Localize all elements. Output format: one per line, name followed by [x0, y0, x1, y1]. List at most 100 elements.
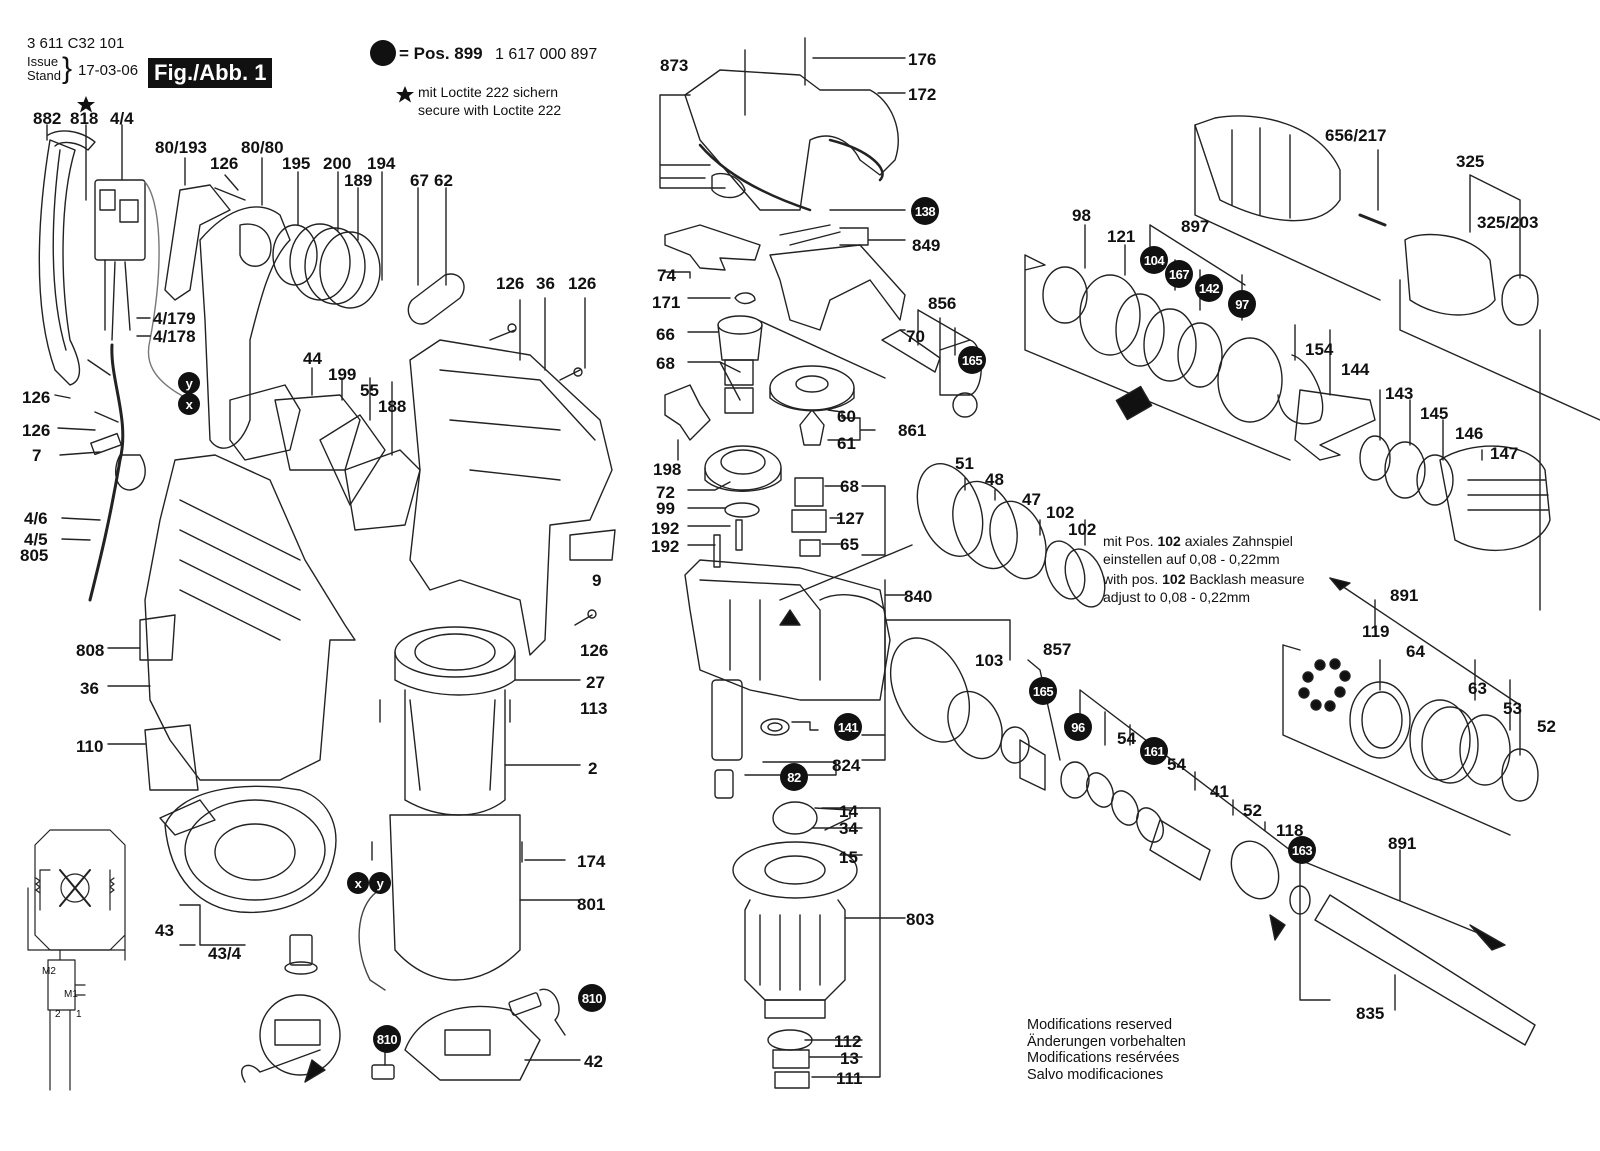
piston-857 — [1000, 659, 1090, 799]
part-label-4-5: 4/5 — [24, 530, 48, 549]
issue-date: 17-03-06 — [78, 62, 139, 79]
circled-label-138: 138 — [911, 197, 939, 225]
washer-99 — [724, 502, 760, 518]
part-label-102: 102 — [1046, 503, 1075, 522]
piston-856 — [881, 309, 982, 418]
part-label-849: 849 — [912, 236, 941, 255]
part-label-65: 65 — [840, 535, 859, 554]
issue-label-bottom: Stand — [27, 68, 61, 84]
part-label-146: 146 — [1455, 424, 1484, 443]
circled-label-165: 165 — [1029, 677, 1057, 705]
part-label-67: 67 — [410, 171, 429, 190]
part-number: 3 611 C32 101 — [27, 35, 125, 52]
part-label-656-217: 656/217 — [1325, 126, 1387, 145]
legend-pos-text: = Pos. 899 — [399, 44, 483, 63]
part-label-835: 835 — [1356, 1004, 1385, 1023]
part-label-52: 52 — [1243, 801, 1262, 820]
spring-192 — [735, 519, 743, 551]
part-label-176: 176 — [908, 50, 937, 69]
circled-label-x: x — [347, 872, 369, 894]
part-label-9: 9 — [592, 571, 602, 590]
clutch-gear-assembly — [779, 463, 1106, 608]
part-label-47: 47 — [1022, 490, 1041, 509]
part-label-80-80: 80/80 — [241, 138, 284, 157]
part-label-103: 103 — [975, 651, 1004, 670]
star-818-icon — [77, 96, 95, 113]
part-label-147: 147 — [1490, 444, 1519, 463]
motor-housing — [107, 454, 356, 791]
circled-label-165: 165 — [958, 346, 986, 374]
intermediate-shaft — [687, 292, 886, 414]
part-label-7: 7 — [32, 446, 42, 465]
part-label-62: 62 — [434, 171, 453, 190]
circled-label-104: 104 — [1140, 246, 1168, 274]
part-label-808: 808 — [76, 641, 105, 660]
part-label-110: 110 — [76, 737, 104, 756]
part-label-805: 805 — [20, 546, 49, 565]
part-label-188: 188 — [378, 397, 407, 416]
fan-part — [159, 785, 337, 914]
backlash-note-de: mit Pos. 102 axiales Zahnspiel — [1103, 533, 1293, 549]
footer-line: Modifications resérvées — [1027, 1050, 1180, 1067]
top-cover-873 — [659, 37, 906, 212]
circled-label-x: x — [178, 393, 200, 415]
stator-part — [358, 626, 581, 991]
modifications-notice: Modifications reserved Änderungen vorbeh… — [1027, 1017, 1186, 1084]
part-label-325: 325 — [1456, 152, 1485, 171]
armature-803 — [732, 801, 906, 1089]
wiring-schematic — [27, 829, 126, 1091]
part-label-192: 192 — [651, 537, 680, 556]
part-label-52: 52 — [1537, 717, 1556, 736]
part-label-857: 857 — [1043, 640, 1072, 659]
part-label-126: 126 — [22, 388, 51, 407]
part-label-51: 51 — [955, 454, 974, 473]
handle-part — [38, 130, 96, 386]
part-label-818: 818 — [70, 109, 99, 128]
wiring-m2-label: M2 — [42, 966, 56, 977]
footer-line: Modifications reserved — [1027, 1017, 1173, 1033]
footer-line: Salvo modificaciones — [1027, 1067, 1164, 1084]
part-label-144: 144 — [1341, 360, 1370, 379]
detail-view — [241, 994, 341, 1083]
part-label-61: 61 — [837, 434, 856, 453]
part-label-891: 891 — [1390, 586, 1419, 605]
circled-label-97: 97 — [1228, 290, 1256, 318]
sleeve-103 — [884, 619, 1011, 760]
loctite-note-en: secure with Loctite 222 — [418, 101, 562, 118]
part-label-891: 891 — [1388, 834, 1417, 853]
part-label-42: 42 — [584, 1052, 603, 1071]
backlash-note: mit Pos. 102 axiales Zahnspiel einstelle… — [1103, 533, 1305, 606]
circled-label-167: 167 — [1165, 260, 1193, 288]
part-label-70: 70 — [906, 327, 925, 346]
part-label-126: 126 — [568, 274, 597, 293]
part-label-861: 861 — [898, 421, 927, 440]
part-label-897: 897 — [1181, 217, 1210, 236]
part-label-126: 126 — [580, 641, 609, 660]
gear-60-61 — [769, 365, 886, 557]
part-label-44: 44 — [303, 349, 322, 368]
part-label-43: 43 — [155, 921, 174, 940]
part-label-195: 195 — [282, 154, 311, 173]
part-label-145: 145 — [1420, 404, 1449, 423]
part-label-68: 68 — [840, 477, 859, 496]
legend-dot-icon — [370, 40, 396, 66]
figure-title: Fig./Abb. 1 — [148, 58, 273, 88]
wiring-m1-label: M1 — [64, 989, 78, 1000]
circled-label-142: 142 — [1195, 274, 1223, 302]
link-plate-74 — [664, 224, 761, 279]
part-label-48: 48 — [985, 470, 1004, 489]
part-label-126: 126 — [210, 154, 239, 173]
part-label-4-178: 4/178 — [153, 327, 196, 346]
cover-849 — [769, 224, 906, 331]
issue-label: Issue Stand — [27, 54, 61, 84]
part-label-840: 840 — [904, 587, 933, 606]
loctite-note: mit Loctite 222 sichern secure with Loct… — [418, 84, 561, 119]
part-label-53: 53 — [1503, 699, 1522, 718]
part-label-54: 54 — [1167, 755, 1186, 774]
circled-label-82: 82 — [780, 763, 808, 791]
gear-housing-36 — [409, 297, 616, 656]
clutch-parts-right — [1024, 224, 1291, 461]
part-label-126: 126 — [22, 421, 51, 440]
part-label-200: 200 — [323, 154, 352, 173]
